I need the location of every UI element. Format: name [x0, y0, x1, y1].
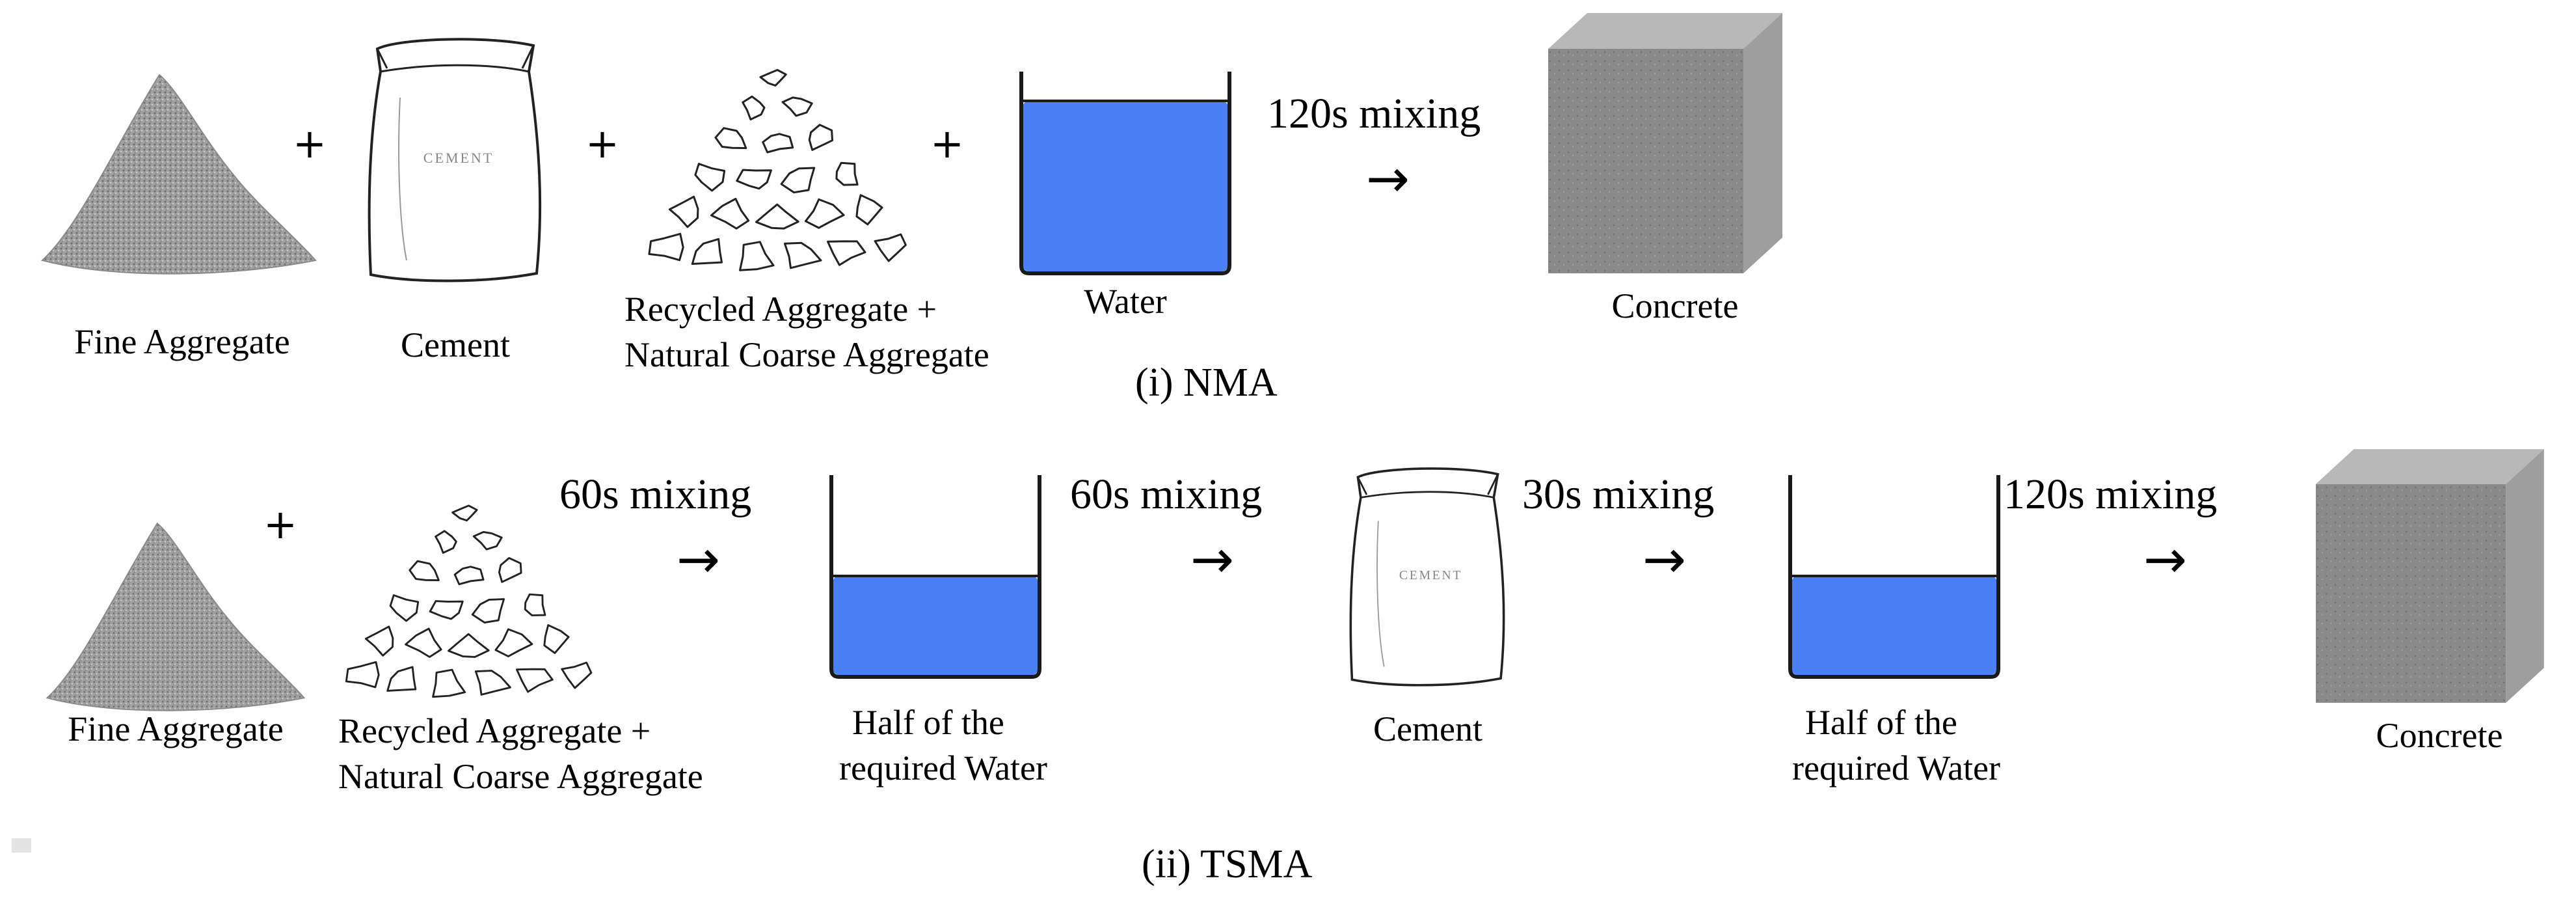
water-container-icon — [1019, 72, 1231, 275]
aggregate-stone — [472, 530, 503, 551]
aggregate-stone — [364, 625, 394, 657]
fine-aggregate-pile-icon — [40, 74, 317, 275]
aggregate-stone — [435, 530, 457, 554]
tsma-fine-aggregate-label: Fine Aggregate — [68, 709, 284, 748]
aggregate-stone — [409, 560, 440, 582]
aggregate-stone — [781, 96, 813, 117]
aggregate-stone — [714, 127, 747, 150]
aggregate-stone — [804, 198, 845, 229]
nma-recycled-aggregate-label: Recycled Aggregate + Natural Coarse Aggr… — [598, 286, 989, 377]
cement-bag-icon: CEMENT — [368, 38, 542, 282]
tsma-plus: + — [263, 500, 297, 548]
concrete-cube-icon — [1548, 13, 1782, 273]
nma-plus-2: + — [585, 120, 619, 167]
nma-cement-label: Cement — [401, 325, 510, 364]
aggregate-stone — [755, 203, 799, 230]
tsma-caption: (ii) TSMA — [1142, 842, 1313, 886]
aggregate-stone — [543, 624, 570, 654]
aggregate-stone — [471, 598, 505, 624]
tsma-cement-bag-icon: CEMENT — [1349, 467, 1505, 687]
half-water-container-1-icon — [829, 475, 1041, 679]
tsma-concrete-cube-icon — [2316, 449, 2544, 703]
tsma-step-3-arrow-icon: → — [1643, 529, 1687, 590]
tsma-step-3-mixing-label: 30s mixing — [1522, 471, 1715, 518]
aggregate-stone — [710, 198, 750, 230]
tsma-recycled-aggregate-pile-icon — [345, 504, 593, 698]
aggregate-stone — [451, 504, 478, 522]
aggregate-stone — [739, 241, 775, 271]
nma-fine-aggregate-label: Fine Aggregate — [74, 322, 290, 361]
aggregate-stone — [405, 627, 442, 658]
tsma-half-water-2-line-1: Half of the — [1805, 703, 1957, 742]
tsma-half-water-2-label: Half of the required Water — [1792, 700, 2072, 791]
aggregate-stone — [808, 124, 833, 151]
nma-arrow-icon: → — [1366, 148, 1410, 209]
aggregate-stone — [759, 69, 787, 87]
nma-recycled-line-1: Recycled Aggregate + — [624, 290, 937, 329]
aggregate-stone — [691, 238, 723, 265]
aggregate-stone — [855, 194, 883, 226]
tsma-fine-aggregate-pile-icon — [46, 522, 306, 711]
recycled-aggregate-pile-icon — [648, 69, 907, 271]
tsma-step-2-arrow-icon: → — [1190, 529, 1235, 590]
tsma-step-1-mixing-label: 60s mixing — [559, 471, 752, 518]
aggregate-stone — [835, 161, 859, 186]
nma-caption: (i) NMA — [1135, 361, 1278, 405]
tsma-half-water-1-line-2: required Water — [839, 748, 1047, 788]
aggregate-stone — [389, 594, 420, 622]
tsma-cement-label: Cement — [1373, 709, 1483, 748]
nma-water-label: Water — [1084, 282, 1167, 321]
aggregate-stone — [783, 241, 822, 269]
aggregate-stone — [432, 668, 466, 698]
aggregate-stone — [345, 661, 380, 689]
nma-plus-1: + — [293, 120, 327, 167]
aggregate-stone — [874, 233, 907, 262]
aggregate-stone — [827, 240, 866, 266]
tsma-step-4-arrow-icon: → — [2143, 529, 2188, 590]
tsma-step-1-arrow-icon: → — [677, 529, 721, 590]
aggregate-stone — [668, 195, 699, 228]
aggregate-stone — [648, 232, 684, 262]
cube-front-face — [2316, 484, 2506, 703]
aggregate-stone — [429, 600, 464, 620]
nma-plus-3: + — [930, 120, 964, 167]
aggregate-stone — [516, 668, 554, 693]
cube-side-face — [2506, 449, 2544, 703]
nma-concrete-label: Concrete — [1611, 286, 1739, 325]
tsma-concrete-label: Concrete — [2376, 716, 2503, 755]
corner-mark — [12, 838, 31, 853]
tsma-recycled-line-1: Recycled Aggregate + — [338, 711, 651, 750]
aggregate-stone — [762, 133, 794, 154]
aggregate-stone — [494, 628, 533, 657]
aggregate-stone — [448, 633, 490, 658]
tsma-half-water-1-label: Half of the required Water — [839, 700, 1119, 791]
nma-recycled-line-2: Natural Coarse Aggregate — [624, 335, 989, 374]
cube-front-face — [1548, 49, 1743, 273]
aggregate-stone — [474, 670, 511, 696]
tsma-recycled-aggregate-label: Recycled Aggregate + Natural Coarse Aggr… — [338, 708, 807, 799]
aggregate-stone — [498, 556, 522, 583]
tsma-half-water-2-line-2: required Water — [1792, 748, 2000, 788]
tsma-step-2-mixing-label: 60s mixing — [1070, 471, 1263, 518]
aggregate-stone — [694, 163, 726, 192]
half-water-container-2-icon — [1788, 475, 2000, 679]
aggregate-stone — [736, 169, 772, 190]
aggregate-stone — [742, 95, 766, 120]
aggregate-stone — [561, 661, 593, 689]
aggregate-stone — [386, 666, 417, 692]
cube-side-face — [1743, 13, 1782, 273]
aggregate-stone — [524, 593, 546, 616]
cube-top-face — [1548, 13, 1782, 49]
aggregate-stone — [780, 167, 816, 194]
tsma-recycled-line-2: Natural Coarse Aggregate — [338, 757, 703, 796]
tsma-cement-bag-text: CEMENT — [1399, 568, 1462, 582]
nma-mixing-label: 120s mixing — [1267, 90, 1481, 137]
cube-top-face — [2316, 449, 2544, 484]
tsma-half-water-1-line-1: Half of the — [852, 703, 1004, 742]
aggregate-stone — [453, 566, 485, 586]
nma-cement-bag-text: CEMENT — [423, 150, 494, 166]
tsma-step-4-mixing-label: 120s mixing — [2004, 471, 2218, 518]
